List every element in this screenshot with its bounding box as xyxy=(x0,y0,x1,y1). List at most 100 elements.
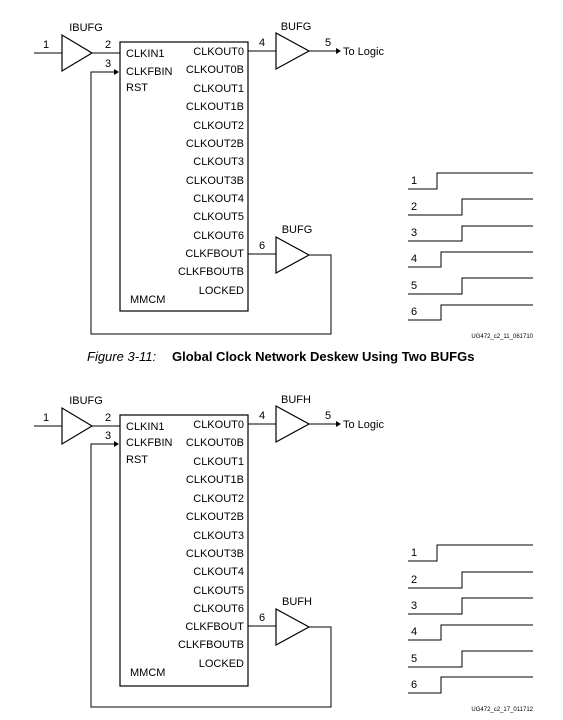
arrowhead xyxy=(336,48,341,54)
waveform-5 xyxy=(408,277,533,295)
node-label-1: 1 xyxy=(43,39,49,51)
output-ports: CLKOUT0 CLKOUT0B CLKOUT1 CLKOUT1B CLKOUT… xyxy=(178,46,244,297)
waveforms: 1 2 3 4 5 6 xyxy=(408,172,533,321)
to-logic-label: To Logic xyxy=(343,46,384,58)
input-buffer-label: IBUFG xyxy=(69,22,103,34)
feedback-wire xyxy=(90,443,332,708)
input-port-rst: RST xyxy=(126,82,148,94)
waveform-label: 2 xyxy=(411,574,417,586)
doc-id: UG472_c2_17_011712 xyxy=(471,707,533,713)
waveform-label: 1 xyxy=(411,175,417,187)
waveform-label: 2 xyxy=(411,201,417,213)
output-port: CLKOUT0 xyxy=(193,46,244,58)
output-ports: CLKOUT0 CLKOUT0B CLKOUT1 CLKOUT1B CLKOUT… xyxy=(178,419,244,670)
waveform-label: 3 xyxy=(411,600,417,612)
waveform-5 xyxy=(408,650,533,668)
output-port: CLKOUT3B xyxy=(186,175,244,187)
node-label-3: 3 xyxy=(105,58,111,70)
output-port: CLKOUT3 xyxy=(193,156,244,168)
node-label-5: 5 xyxy=(325,37,331,49)
diagram-bottom: IBUFG 1 2 CLKIN1 CLKFBIN RST MMCM CLKOUT… xyxy=(34,394,534,713)
arrowhead xyxy=(336,421,341,427)
output-port: CLKOUT5 xyxy=(193,585,244,597)
output-port: CLKOUT4 xyxy=(193,566,244,578)
feedback-buffer-label: BUFH xyxy=(282,596,312,608)
output-port: CLKFBOUTB xyxy=(178,266,244,278)
feedback-buffer xyxy=(275,607,311,647)
output-port: CLKOUT1B xyxy=(186,474,244,486)
waveform-4 xyxy=(408,624,533,641)
output-port: CLKOUT4 xyxy=(193,193,244,205)
input-buffer-label: IBUFG xyxy=(69,395,103,407)
mmcm-label: MMCM xyxy=(130,294,165,306)
to-logic-label: To Logic xyxy=(343,419,384,431)
waveform-label: 6 xyxy=(411,306,417,318)
waveform-label: 1 xyxy=(411,547,417,559)
feedback-wire xyxy=(90,71,332,335)
output-port: CLKOUT3B xyxy=(186,548,244,560)
output-port: CLKOUT6 xyxy=(193,230,244,242)
output-buffer-label: BUFH xyxy=(281,394,311,406)
mmcm-label: MMCM xyxy=(130,667,165,679)
output-port: CLKOUT5 xyxy=(193,211,244,223)
node-label-3: 3 xyxy=(105,430,111,442)
waveform-label: 5 xyxy=(411,653,417,665)
output-buffer xyxy=(275,31,311,71)
node-label-1: 1 xyxy=(43,412,49,424)
waveform-3 xyxy=(408,597,533,615)
output-port: CLKOUT2 xyxy=(193,493,244,505)
output-port: LOCKED xyxy=(199,658,244,670)
arrowhead xyxy=(114,69,119,75)
mmcm-block xyxy=(119,41,249,312)
output-port: CLKFBOUT xyxy=(185,621,244,633)
waveform-2 xyxy=(408,198,533,216)
output-port: CLKOUT3 xyxy=(193,530,244,542)
feedback-buffer xyxy=(275,235,311,275)
output-buffer-label: BUFG xyxy=(281,21,312,33)
input-port-rst: RST xyxy=(126,454,148,466)
output-port: CLKFBOUTB xyxy=(178,639,244,651)
arrowhead xyxy=(114,441,119,447)
input-port-clkfbin: CLKFBIN xyxy=(126,66,173,78)
output-buffer xyxy=(275,404,311,444)
feedback-buffer-label: BUFG xyxy=(282,224,313,236)
input-port-clkfbin: CLKFBIN xyxy=(126,437,173,449)
figure-number: Figure 3-11: xyxy=(87,349,157,364)
input-buffer xyxy=(61,406,94,446)
output-port: CLKFBOUT xyxy=(185,248,244,260)
output-port: CLKOUT2B xyxy=(186,511,244,523)
node-label-6: 6 xyxy=(259,240,265,252)
waveform-label: 6 xyxy=(411,679,417,691)
mmcm-block xyxy=(119,414,249,687)
figure-title: Global Clock Network Deskew Using Two BU… xyxy=(172,349,474,364)
waveforms: 1 2 3 4 5 6 xyxy=(408,544,533,694)
waveform-label: 3 xyxy=(411,227,417,239)
output-port: CLKOUT0B xyxy=(186,437,244,449)
waveform-label: 4 xyxy=(411,253,417,265)
node-label-6: 6 xyxy=(259,612,265,624)
output-port: CLKOUT1 xyxy=(193,83,244,95)
node-label-5: 5 xyxy=(325,410,331,422)
output-port: CLKOUT1 xyxy=(193,456,244,468)
input-port-clkin1: CLKIN1 xyxy=(126,421,165,433)
output-port: CLKOUT0B xyxy=(186,64,244,76)
output-port: CLKOUT1B xyxy=(186,101,244,113)
output-port: CLKOUT6 xyxy=(193,603,244,615)
node-label-2: 2 xyxy=(105,412,111,424)
node-label-2: 2 xyxy=(105,39,111,51)
output-port: CLKOUT2 xyxy=(193,120,244,132)
waveform-6 xyxy=(408,676,533,694)
input-buffer xyxy=(61,33,94,73)
output-port: CLKOUT2B xyxy=(186,138,244,150)
waveform-1 xyxy=(408,544,533,562)
diagram-top: IBUFG 1 2 CLKIN1 CLKFBIN RST MMCM CLKOUT… xyxy=(34,21,534,340)
waveform-label: 5 xyxy=(411,280,417,292)
waveform-2 xyxy=(408,571,533,589)
output-port: CLKOUT0 xyxy=(193,419,244,431)
output-port: LOCKED xyxy=(199,285,244,297)
waveform-4 xyxy=(408,251,533,268)
waveform-label: 4 xyxy=(411,626,417,638)
waveform-6 xyxy=(408,304,533,321)
node-label-4: 4 xyxy=(259,410,265,422)
